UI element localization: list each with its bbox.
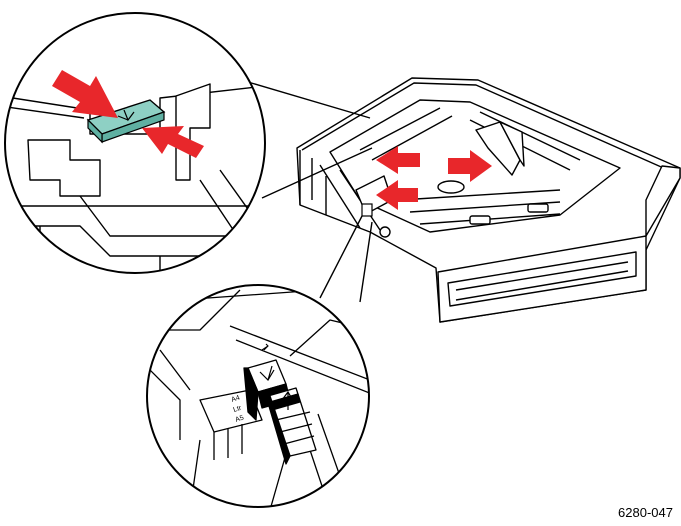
red-arrow-icon (142, 126, 204, 158)
callout-pointer-bottom (319, 215, 373, 303)
tab-marking-2: A5 (234, 415, 244, 424)
tray-rim (301, 82, 669, 171)
tab-marking-1: Ltr (232, 405, 243, 414)
magnifier-callout (4, 12, 266, 274)
tab-marking-0: A4 (230, 395, 240, 404)
tray-front-grip (447, 251, 637, 307)
tray-arrows (376, 146, 492, 210)
red-arrow-icon (448, 150, 492, 182)
small-arrow-icon (261, 343, 269, 351)
tray-front-panel (437, 235, 647, 323)
figure-reference-number: 6280-047 (618, 505, 673, 520)
magnifier-callout: A4 Ltr A5 (146, 284, 370, 508)
red-arrow-icon (376, 180, 418, 210)
up-arrow-icon (281, 390, 295, 410)
red-arrow-icon (376, 146, 420, 174)
callout-pointer-top (247, 81, 373, 199)
length-guide (475, 121, 521, 176)
down-arrow-icon (259, 365, 275, 381)
red-arrow-icon (52, 70, 118, 118)
tray-centre-disk (437, 180, 465, 194)
guide-release-tab (86, 99, 166, 144)
paper-tray (296, 77, 681, 323)
